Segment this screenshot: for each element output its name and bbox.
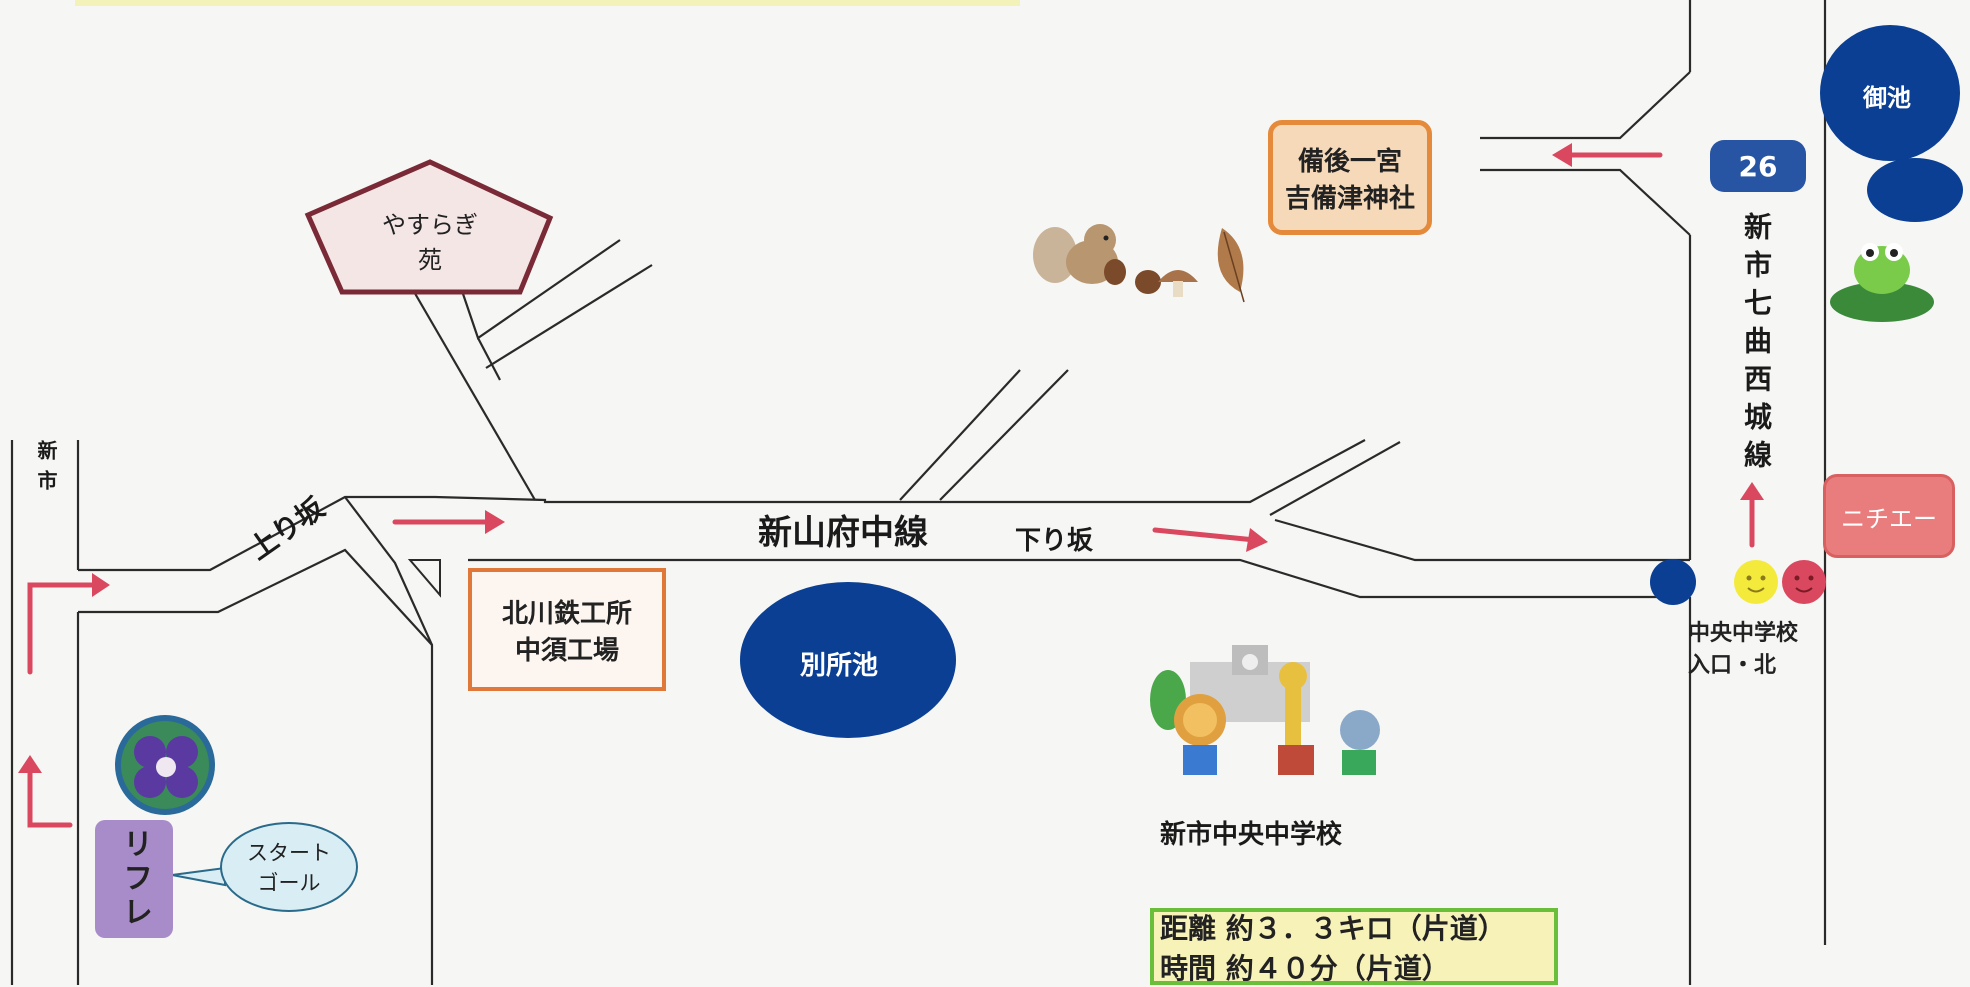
arrow-start-right bbox=[27, 582, 98, 675]
junction-triangle bbox=[407, 559, 441, 598]
school-gate-label: 中央中学校 入口・北 bbox=[1688, 612, 1828, 682]
roads bbox=[10, 0, 1827, 985]
goal-label: ゴール bbox=[257, 871, 321, 895]
yasuragi-line1: やすらぎ bbox=[382, 211, 478, 239]
route-arrowheads bbox=[18, 143, 1764, 773]
yasuragi-pentagon bbox=[304, 159, 554, 295]
school-animals-icon bbox=[1150, 645, 1380, 775]
squirrel-icon bbox=[1033, 224, 1118, 284]
top-banner bbox=[75, 0, 1020, 6]
right-road-label: 新市七曲西城線 bbox=[1740, 212, 1773, 478]
yasuragi-label: やすらぎ 苑 bbox=[350, 200, 510, 280]
speech-bubble-tail bbox=[171, 866, 226, 887]
route-number: 26 bbox=[1738, 149, 1778, 183]
nichie-box: ニチエー bbox=[1823, 474, 1955, 558]
factory-line1: 北川鉄工所 bbox=[501, 598, 632, 629]
mi-pond-label: 御池 bbox=[1863, 84, 1911, 112]
shrine-line2: 吉備津神社 bbox=[1284, 183, 1415, 214]
acorn-icon bbox=[1104, 259, 1161, 294]
frog-icon bbox=[1830, 243, 1934, 322]
shrine-line1: 備後一宮 bbox=[1297, 146, 1402, 177]
yasuragi-line2: 苑 bbox=[418, 246, 442, 274]
route-26-badge bbox=[1710, 140, 1806, 192]
school-label: 新市中央中学校 bbox=[1160, 820, 1343, 850]
kibitsu-shrine-box: 備後一宮 吉備津神社 bbox=[1268, 120, 1432, 235]
distance-info: 距離 約３．３キロ（片道） bbox=[1160, 911, 1506, 945]
kitagawa-factory-box: 北川鉄工所 中須工場 bbox=[468, 568, 666, 691]
arrow-start-up bbox=[27, 767, 73, 828]
bessho-pond-shape bbox=[740, 582, 956, 738]
mushroom-icon bbox=[1158, 270, 1198, 297]
mi-pond-small-shape bbox=[1867, 158, 1963, 222]
bessho-pond-label: 別所池 bbox=[800, 651, 879, 681]
factory-line2: 中須工場 bbox=[514, 635, 619, 666]
mi-pond-shape bbox=[1820, 25, 1960, 161]
start-label: スタート bbox=[247, 841, 331, 865]
route-info-box: 距離 約３．３キロ（片道） 時間 約４０分（片道） bbox=[1150, 908, 1558, 985]
refure-box: リフレ bbox=[95, 820, 173, 938]
school-gate-line1: 中央中学校 bbox=[1688, 621, 1799, 646]
arrow-downhill bbox=[1152, 527, 1258, 543]
time-info: 時間 約４０分（片道） bbox=[1160, 951, 1450, 985]
start-goal-bubble: スタート ゴール bbox=[220, 822, 358, 912]
school-gate-line2: 入口・北 bbox=[1688, 653, 1777, 678]
left-road-label: 新市 bbox=[34, 440, 58, 500]
traffic-light-icon bbox=[1650, 559, 1826, 605]
leaf-icon bbox=[1217, 228, 1245, 303]
flower-icon bbox=[115, 715, 215, 815]
route-arrows bbox=[27, 152, 1755, 828]
downhill-label: 下り坂 bbox=[1015, 526, 1094, 556]
main-road-label: 新山府中線 bbox=[758, 513, 928, 553]
